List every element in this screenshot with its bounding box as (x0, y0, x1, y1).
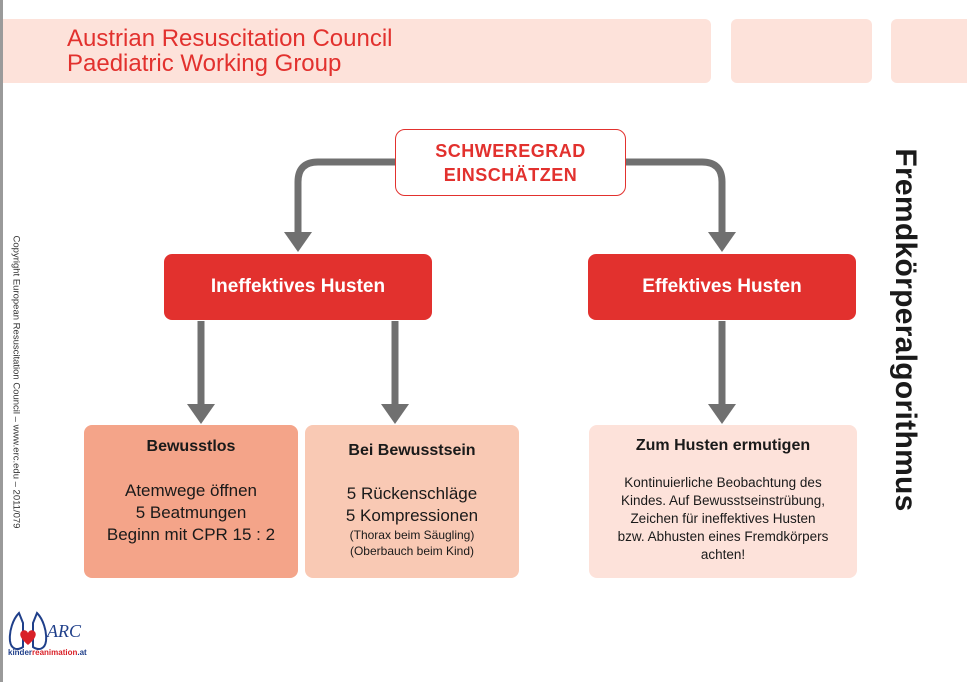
arrow-to-ineffective (294, 158, 395, 232)
unconscious-line: 5 Beatmungen (135, 503, 247, 522)
arrowhead (708, 404, 736, 424)
unconscious-title: Bewusstlos (146, 438, 236, 455)
header-band (3, 19, 711, 83)
heart-icon (20, 630, 36, 645)
conscious-title: Bei Bewusstsein (348, 442, 476, 459)
effective-cough-label: Effektives Husten (642, 276, 802, 297)
header-line-1: Austrian Resuscitation Council (67, 25, 393, 52)
assess-line-1: SCHWEREGRAD (435, 141, 586, 161)
encourage-line: Kindes. Auf Bewusstseinstrübung, (620, 493, 826, 508)
conscious-note: (Oberbauch beim Kind) (349, 544, 475, 558)
assess-severity-box: SCHWEREGRAD EINSCHÄTZEN (395, 129, 626, 196)
logo-url: kinderreanimation.at (8, 648, 87, 657)
ineffective-cough-label: Ineffektives Husten (210, 276, 386, 297)
logo-url-part: reanimation (32, 648, 78, 657)
encourage-line: Zeichen für ineffektives Husten (630, 511, 816, 526)
effective-cough-box: Effektives Husten (588, 254, 856, 320)
left-edge-line (0, 0, 3, 682)
conscious-line: 5 Rückenschläge (346, 484, 478, 503)
header-line-2: Paediatric Working Group (67, 50, 342, 77)
unconscious-line: Beginn mit CPR 15 : 2 (106, 525, 276, 544)
arc-logo: ARC (8, 611, 82, 650)
arrowhead (284, 232, 312, 252)
encourage-line: Kontinuierliche Beobachtung des (624, 475, 822, 490)
arrowhead (381, 404, 409, 424)
encourage-line: bzw. Abhusten eines Fremdkörpers (617, 529, 829, 544)
header-tab (731, 19, 872, 83)
logo-url-part: .at (77, 648, 87, 657)
conscious-line: 5 Kompressionen (345, 506, 479, 525)
logo-letters: ARC (46, 621, 82, 641)
encourage-cough-panel: Zum Husten ermutigen Kontinuierliche Beo… (589, 425, 857, 578)
conscious-note: (Thorax beim Säugling) (349, 528, 475, 542)
conscious-panel: Bei Bewusstsein 5 Rückenschläge 5 Kompre… (305, 425, 519, 578)
unconscious-panel: Bewusstlos Atemwege öffnen 5 Beatmungen … (84, 425, 298, 578)
arrowhead (187, 404, 215, 424)
ineffective-cough-box: Ineffektives Husten (164, 254, 432, 320)
encourage-line: achten! (700, 547, 746, 562)
header-title: Austrian Resuscitation Council Paediatri… (67, 26, 393, 76)
assess-line-2: EINSCHÄTZEN (443, 165, 578, 185)
arrowhead (708, 232, 736, 252)
lungs-icon (8, 611, 48, 650)
encourage-title: Zum Husten ermutigen (635, 437, 811, 454)
unconscious-line: Atemwege öffnen (125, 481, 257, 500)
logo-url-part: kinder (8, 648, 33, 657)
encourage-text: Kontinuierliche Beobachtung des Kindes. … (589, 474, 857, 564)
header-tab (891, 19, 967, 83)
arrow-to-effective (626, 158, 726, 232)
